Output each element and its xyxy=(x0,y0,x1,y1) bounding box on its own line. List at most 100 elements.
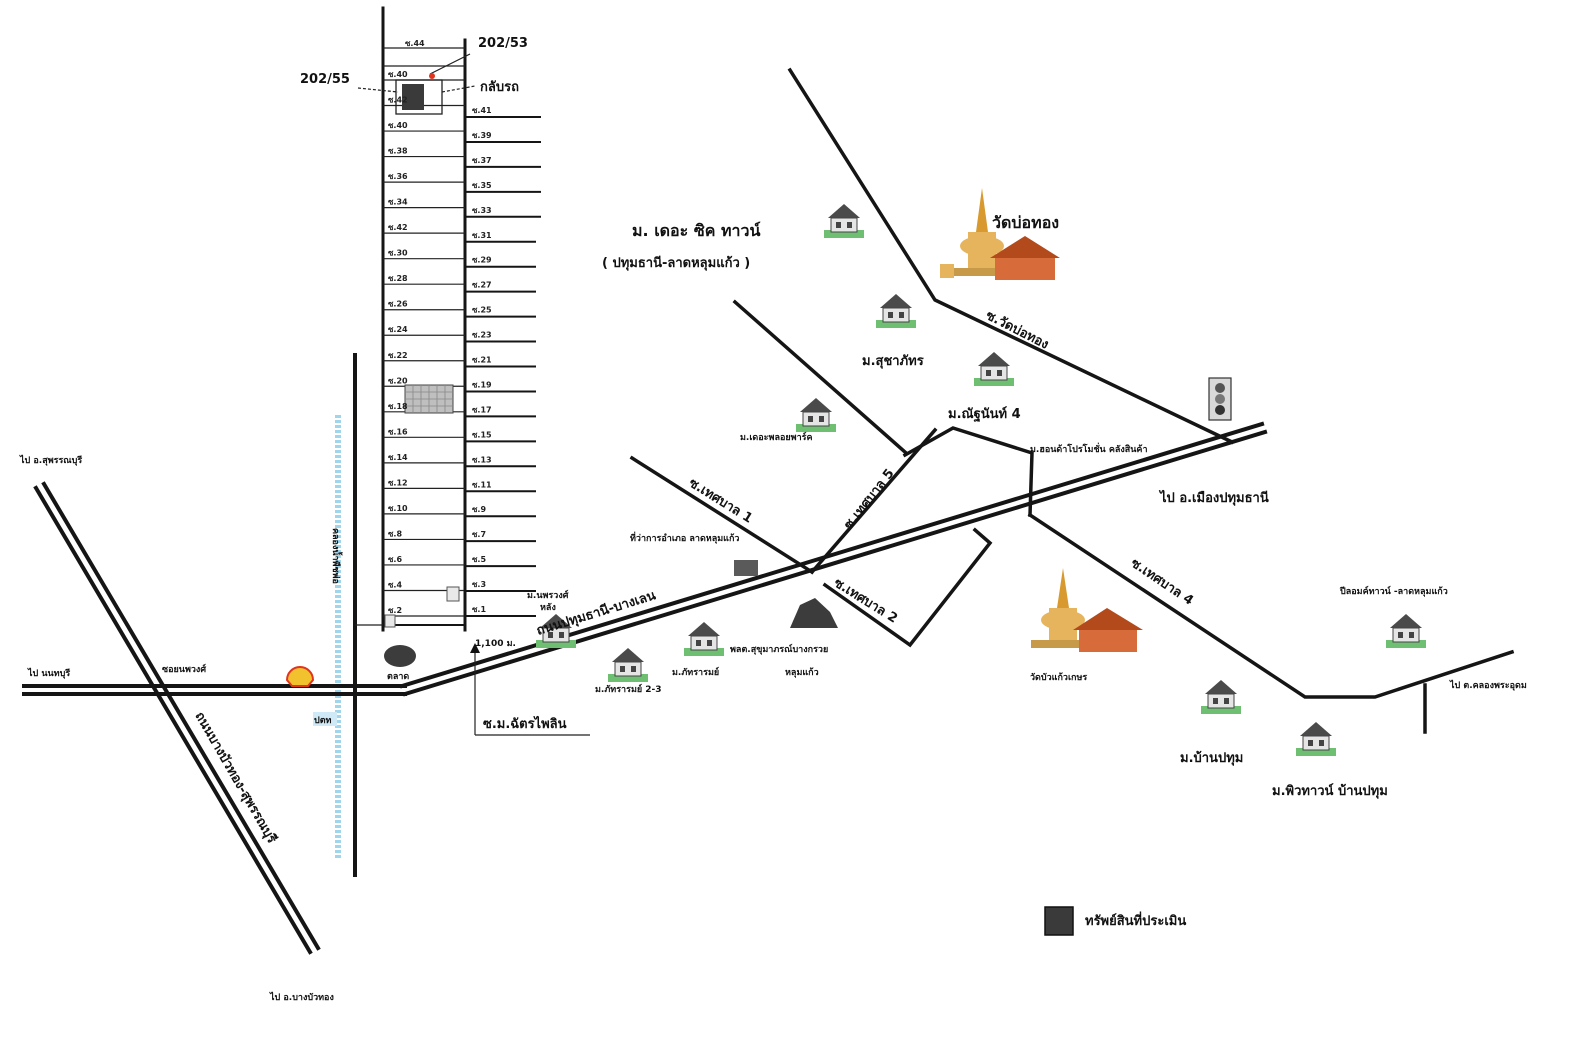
village-cd-town-sub-label: ( ปทุมธานี-ลาดหลุมแก้ว ) xyxy=(602,255,750,271)
soi-left-label: ซ.4 xyxy=(388,580,402,589)
soi-thetsaban-1-road xyxy=(629,455,815,575)
asset-parcel[interactable] xyxy=(402,84,424,110)
village-phatraphan-23-label: ม.ภัทรารมย์ 2-3 xyxy=(595,683,662,695)
asset-parcel-frame xyxy=(395,79,443,115)
soi-right-label: ซ.17 xyxy=(472,405,492,414)
soi-right-label: ซ.21 xyxy=(472,356,492,365)
honda-loop-road xyxy=(902,426,1034,517)
village-cd-town-label: ม. เดอะ ซิค ทาวน์ xyxy=(632,221,761,240)
soi-left-label: ซ.24 xyxy=(388,325,408,334)
shop-icon xyxy=(384,614,396,628)
soi-left-label: ซ.20 xyxy=(388,376,408,385)
soi-thetsaban-2-label: ซ.เทศบาล 2 xyxy=(831,576,900,627)
soi-right-label: ซ.13 xyxy=(472,455,492,464)
canal-label: คลองน้ำพืชพ่อ xyxy=(330,528,343,584)
to-bangkok-label: ไป นนทบุรี xyxy=(27,667,70,679)
plot-number-a: 202/53 xyxy=(478,36,528,51)
police-station-label-2: หลุมแก้ว xyxy=(785,667,819,678)
market-label: ตลาด xyxy=(387,672,409,682)
soi-entrance-label: ซ.ม.ฉัตรไพลิน xyxy=(483,715,567,732)
village-pitawan-label: ม.พิวทาวน์ บ้านปทุม xyxy=(1272,783,1388,799)
wat-bo-thong-label: วัดบ่อทอง xyxy=(992,213,1059,232)
village-pitawan-lad-label: ปีลอมค์ทาวน์ -ลาดหลุมแก้ว xyxy=(1339,585,1448,597)
soi-right-label: ซ.5 xyxy=(472,555,486,564)
market-icon xyxy=(384,645,416,667)
soi-left-label: ซ.22 xyxy=(388,351,408,360)
district-office-icon xyxy=(734,560,758,576)
soi-right-label: ซ.11 xyxy=(472,480,492,489)
to-khlong-label: ไป ต.คลองพระอุดม xyxy=(1449,679,1527,691)
temple-icon xyxy=(1031,568,1143,652)
house-icon xyxy=(796,398,836,432)
soi-right-label: ซ.33 xyxy=(472,206,492,215)
soi-left-label: ซ.26 xyxy=(388,300,408,309)
soi-thetsaban-5-road xyxy=(809,427,938,575)
honda-shop-label: ม.ฮอนด้าโปรโมชั่น คลังสินค้า xyxy=(1030,442,1148,455)
soi-thetsaban-2-road xyxy=(822,527,993,648)
soi-left-label: ซ.28 xyxy=(388,274,408,283)
village-near-road-label: ม.นพรวงศ์ xyxy=(527,589,569,601)
soi-right-label: ซ.19 xyxy=(472,380,492,389)
soi-wat-bo-thong-label: ซ.วัดบ่อทอง xyxy=(983,308,1051,352)
soi-left-label: ซ.38 xyxy=(388,147,408,156)
hill-icon xyxy=(790,598,838,628)
soi-left-label: ซ.36 xyxy=(388,172,408,181)
return-point-label: กลับรถ xyxy=(480,80,519,95)
soi-right-label: ซ.37 xyxy=(472,156,492,165)
soi-right-label: ซ.39 xyxy=(472,131,492,140)
to-mueang-pathum-label: ไป อ.เมืองปทุมธานี xyxy=(1158,489,1269,506)
house-icon xyxy=(608,648,648,682)
village-near-road-label-2: หลัง xyxy=(540,602,556,613)
soi-right-label: ซ.29 xyxy=(472,256,492,265)
house-icon xyxy=(684,622,724,656)
asset-pointer-line xyxy=(357,87,399,93)
to-suphanburi-label: ไป อ.สุพรรณบุรี xyxy=(19,454,82,466)
asset-pointer-line-b xyxy=(429,53,471,75)
soi-left-label: ซ.42 xyxy=(388,223,408,232)
house-icon xyxy=(824,204,864,238)
highway-diagonal xyxy=(33,481,321,955)
soi-right-label: ซ.15 xyxy=(472,430,492,439)
soi-left-label: ซ.42 xyxy=(388,96,408,105)
soi-left-label: ซ.2 xyxy=(388,606,402,615)
soi-thetsaban-1-label: ซ.เทศบาล 1 xyxy=(686,476,755,527)
house-icon xyxy=(876,294,916,328)
soi-left-label: ซ.8 xyxy=(388,529,402,538)
gas-station-label: ปตท xyxy=(314,715,332,726)
marker-red-dot xyxy=(429,73,435,79)
return-pointer-line xyxy=(441,85,476,93)
to-bang-bua-thong-label: ไป อ.บางบัวทอง xyxy=(269,991,334,1003)
soi-thetsaban-4-road xyxy=(1027,512,1515,699)
gas-station-sign xyxy=(313,712,337,726)
entrance-soi xyxy=(470,643,590,736)
road-wat-bo-thong xyxy=(787,67,1235,445)
distance-label: 1,100 ม. xyxy=(475,639,516,649)
gas-station-icon xyxy=(285,666,315,687)
shop-icon xyxy=(446,586,460,602)
village-suphatra-label: ม.สุชาภัทร xyxy=(862,354,924,369)
road-village-the-park xyxy=(732,299,908,455)
soi-left-label: ซ.12 xyxy=(388,478,408,487)
village-phatraphan-label: ม.ภัทรารมย์ xyxy=(672,666,719,678)
soi-left-label: ซ.34 xyxy=(388,198,408,207)
soi-right-label: ซ.1 xyxy=(472,605,486,614)
soi-left-label: ซ.14 xyxy=(388,453,408,462)
soi-left-label: ซ.10 xyxy=(388,504,408,513)
legend-swatch xyxy=(1044,906,1074,936)
soi-left-label: ซ.40 xyxy=(388,121,408,130)
district-office-label: ที่ว่าการอำเภอ ลาดหลุมแก้ว xyxy=(630,531,740,544)
soi-left-label: ซ.6 xyxy=(388,555,402,564)
market-block-pattern xyxy=(405,385,453,413)
traffic-light-icon xyxy=(1208,377,1232,421)
soi-left-label: ซ.40 xyxy=(388,70,408,79)
soi-top-label: ซ.44 xyxy=(405,39,425,48)
house-icon xyxy=(1201,680,1241,714)
soi-right-label: ซ.23 xyxy=(472,331,492,340)
soi-right-label: ซ.31 xyxy=(472,231,492,240)
police-station-label: พลต.สุขุมาภรณ์บางกรวย xyxy=(730,643,828,655)
village-nararat-label: ม.ณัฐนันท์ 4 xyxy=(948,406,1021,423)
soi-right-label: ซ.3 xyxy=(472,580,486,589)
main-road-west xyxy=(22,684,407,696)
soi-noppawong-label: ซอยนพวงศ์ xyxy=(162,663,206,675)
